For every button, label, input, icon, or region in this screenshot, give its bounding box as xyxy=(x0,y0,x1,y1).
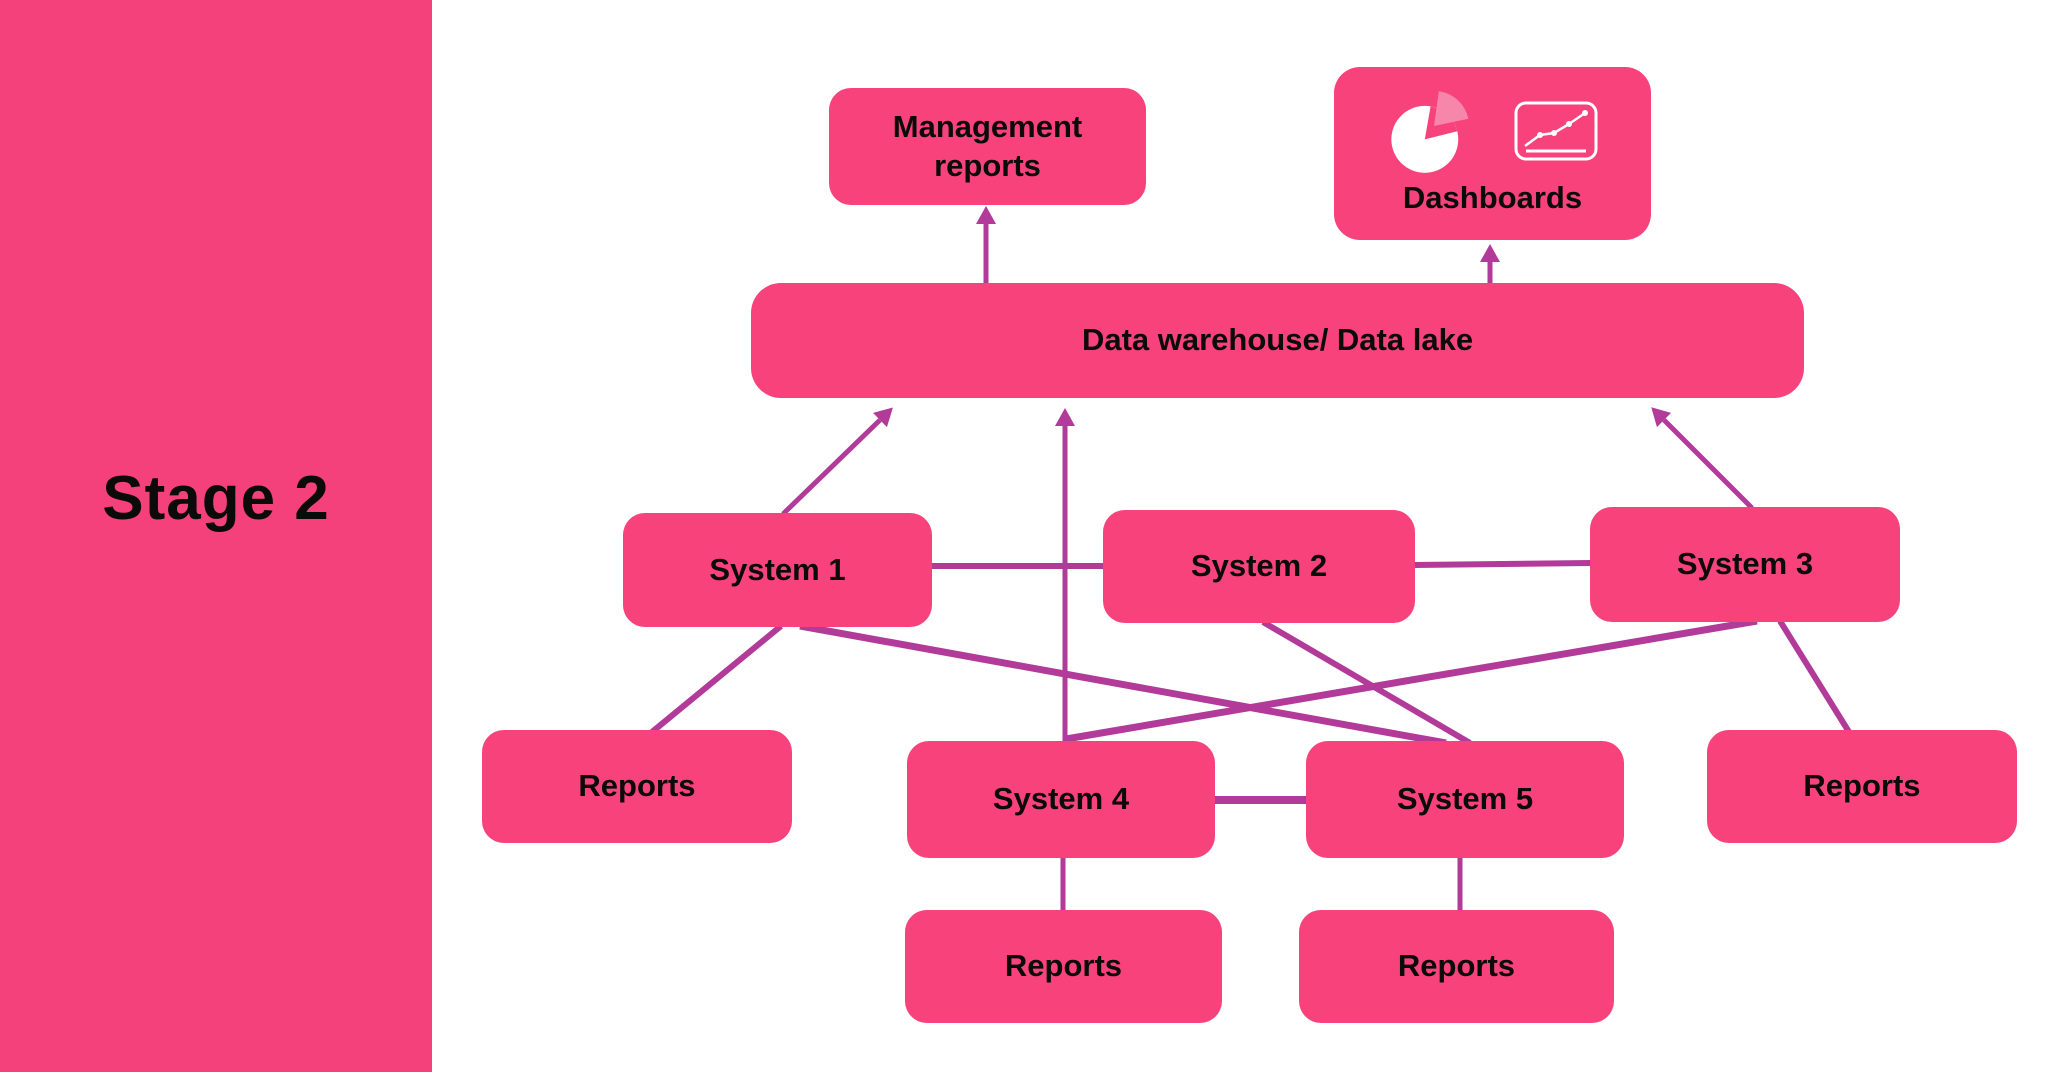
node-reports-bottom-left: Reports xyxy=(905,910,1222,1023)
node-management-reports: Management reports xyxy=(829,88,1146,205)
node-dashboards: Dashboards xyxy=(1334,67,1651,240)
node-label: System 5 xyxy=(1396,781,1534,817)
node-label: System 4 xyxy=(992,781,1130,817)
node-reports-bottom-right: Reports xyxy=(1299,910,1614,1023)
node-label: Data warehouse/ Data lake xyxy=(1081,322,1474,358)
stage-sidebar: Stage 2 xyxy=(0,0,432,1072)
node-label: System 3 xyxy=(1676,546,1814,582)
edge-system-2-system-3 xyxy=(1413,560,1592,568)
node-label: Reports xyxy=(1397,948,1516,984)
node-system-1: System 1 xyxy=(623,513,932,627)
node-system-2: System 2 xyxy=(1103,510,1415,623)
arrowhead-warehouse-dashboards xyxy=(1480,244,1500,262)
arrowhead-system-3-warehouse xyxy=(1651,407,1672,428)
edge-system-1-system-5 xyxy=(799,622,1447,747)
node-system-4: System 4 xyxy=(907,741,1215,858)
node-label: Reports xyxy=(1803,768,1921,804)
node-system-3: System 3 xyxy=(1590,507,1900,622)
edge-system-2-system-5 xyxy=(1261,619,1472,746)
node-label: Dashboards xyxy=(1402,180,1583,215)
arrowhead-warehouse-management-reports xyxy=(976,206,996,224)
node-system-5: System 5 xyxy=(1306,741,1624,858)
node-reports-right: Reports xyxy=(1707,730,2017,843)
edge-system-3-warehouse xyxy=(1662,418,1754,510)
edge-system-3-system-4 xyxy=(1065,617,1758,743)
pie-chart-icon xyxy=(1390,91,1468,173)
edge-system-1-warehouse xyxy=(781,418,882,516)
node-data-warehouse: Data warehouse/ Data lake xyxy=(751,283,1804,398)
node-label: Reports xyxy=(1004,948,1123,984)
stage-title: Stage 2 xyxy=(102,463,330,533)
dashboard-icons xyxy=(1388,87,1598,175)
edge-system-1-reports-left xyxy=(650,623,783,735)
node-label: System 1 xyxy=(709,551,846,587)
line-chart-icon xyxy=(1514,101,1597,161)
node-reports-left: Reports xyxy=(482,730,792,843)
node-label: System 2 xyxy=(1190,548,1328,584)
arrowhead-system-1-warehouse xyxy=(873,407,893,428)
edge-system-3-reports-right xyxy=(1777,619,1852,734)
node-label: Reports xyxy=(578,768,696,804)
arrowhead-system-4-warehouse xyxy=(1055,408,1075,426)
node-label: Management reports xyxy=(892,108,1083,183)
